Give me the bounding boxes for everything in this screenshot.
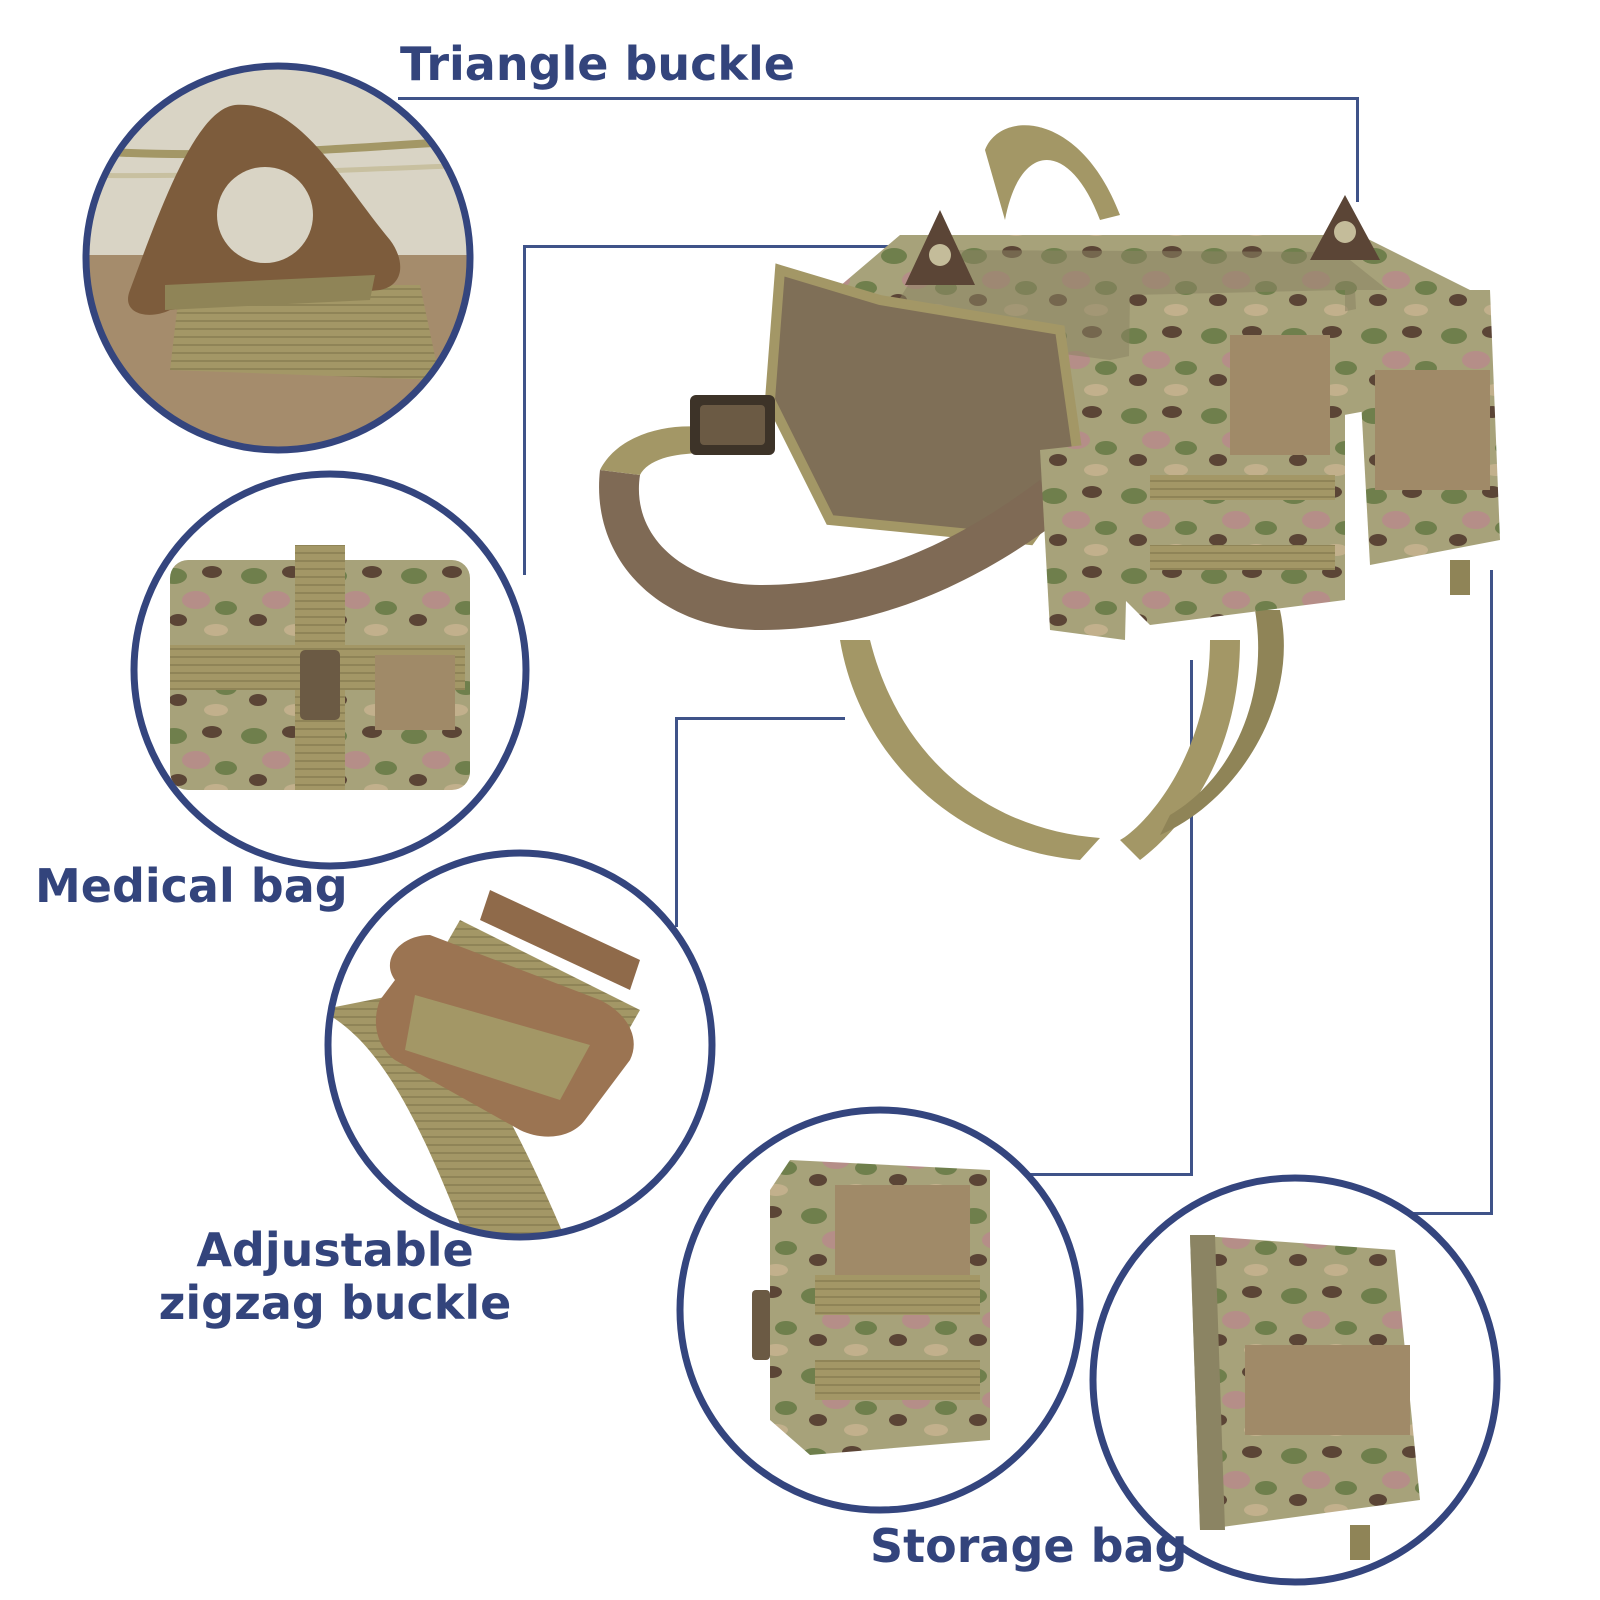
storage-bag-left-callout [676, 1106, 1084, 1514]
triangle-buckle-label: Triangle buckle [400, 37, 795, 91]
adjustable-buckle-callout [324, 849, 716, 1241]
connector-line-triangle [1356, 97, 1359, 202]
storage-bag-label: Storage bag [870, 1519, 1188, 1573]
connector-line-storage-right [1490, 570, 1493, 1215]
adjustable-buckle-label-line1: Adjustable [196, 1223, 474, 1277]
adjustable-buckle-label: Adjustable zigzag buckle [145, 1224, 525, 1330]
connector-line-adjustable [675, 717, 678, 927]
connector-line-medical [523, 245, 913, 248]
dog-harness-image [599, 125, 1500, 860]
storage-bag-right-callout [1089, 1174, 1501, 1586]
connector-line-triangle [398, 97, 1358, 100]
connector-line-adjustable [675, 717, 845, 720]
medical-bag-label: Medical bag [35, 859, 348, 913]
connector-line-storage-left [1190, 660, 1193, 1176]
triangle-buckle-callout [82, 62, 474, 454]
connector-line-storage-right [1395, 1212, 1493, 1215]
connector-line-storage-left [1030, 1173, 1193, 1176]
connector-line-medical [523, 245, 526, 575]
adjustable-buckle-label-line2: zigzag buckle [158, 1275, 512, 1330]
medical-bag-callout [130, 470, 530, 870]
